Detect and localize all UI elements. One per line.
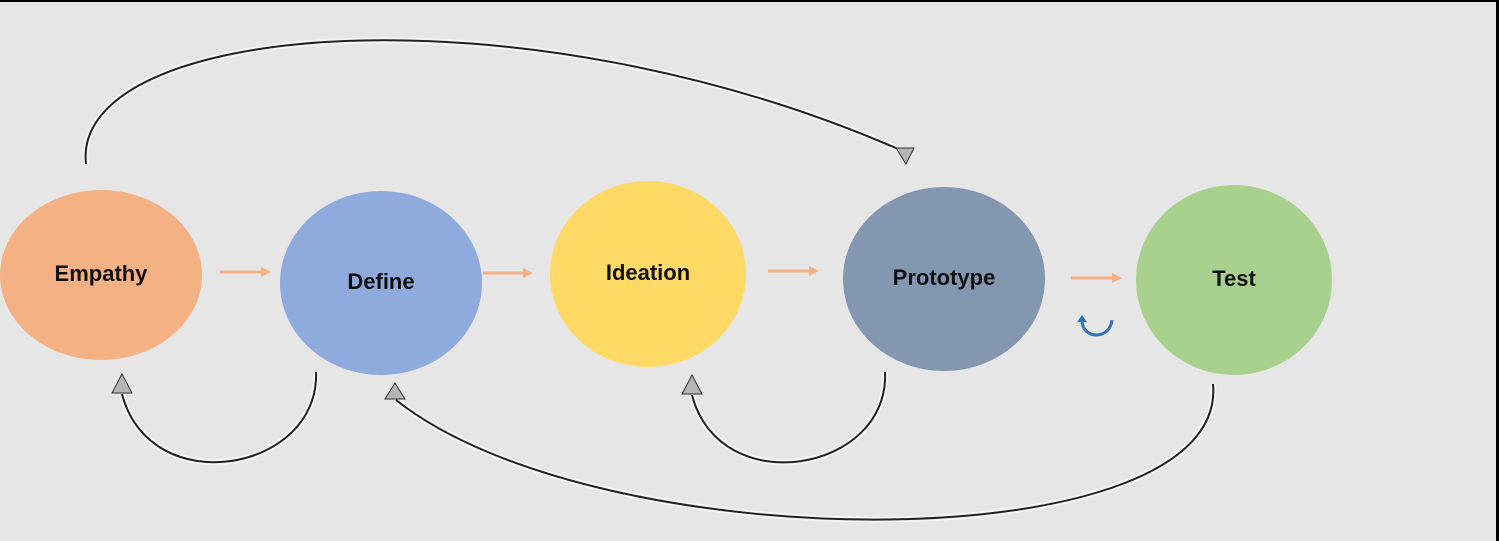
stage-ideation-circle [550, 181, 746, 367]
loop-prototype-to-ideation [681, 371, 889, 466]
loop-define-to-empathy [111, 371, 320, 466]
stage-define-circle [280, 191, 482, 375]
stage-test-circle [1136, 185, 1332, 375]
loop-arrowhead [111, 372, 133, 394]
stage-empathy-circle [0, 190, 202, 360]
loop-test-to-define [384, 382, 1217, 523]
forward-arrows [220, 266, 1122, 283]
stage-ideation-label: Ideation [606, 260, 690, 285]
loop-empathy-to-prototype [82, 37, 915, 166]
feedback-arrows [82, 37, 1217, 523]
stage-test-label: Test [1212, 266, 1256, 291]
stage-empathy-label: Empathy [55, 261, 149, 286]
stage-test: Test [1136, 185, 1332, 375]
loop-arrowhead [384, 382, 406, 400]
stage-empathy: Empathy [0, 190, 202, 360]
curved-arrow-icon [1077, 315, 1114, 337]
stage-define: Define [280, 191, 482, 375]
loop-arrowhead [681, 373, 703, 395]
stage-prototype-label: Prototype [893, 265, 996, 290]
stage-define-label: Define [347, 269, 414, 294]
stage-prototype: Prototype [843, 187, 1045, 371]
stage-prototype-circle [843, 187, 1045, 371]
stage-ideation: Ideation [550, 181, 746, 367]
loop-arrowhead [895, 147, 915, 166]
